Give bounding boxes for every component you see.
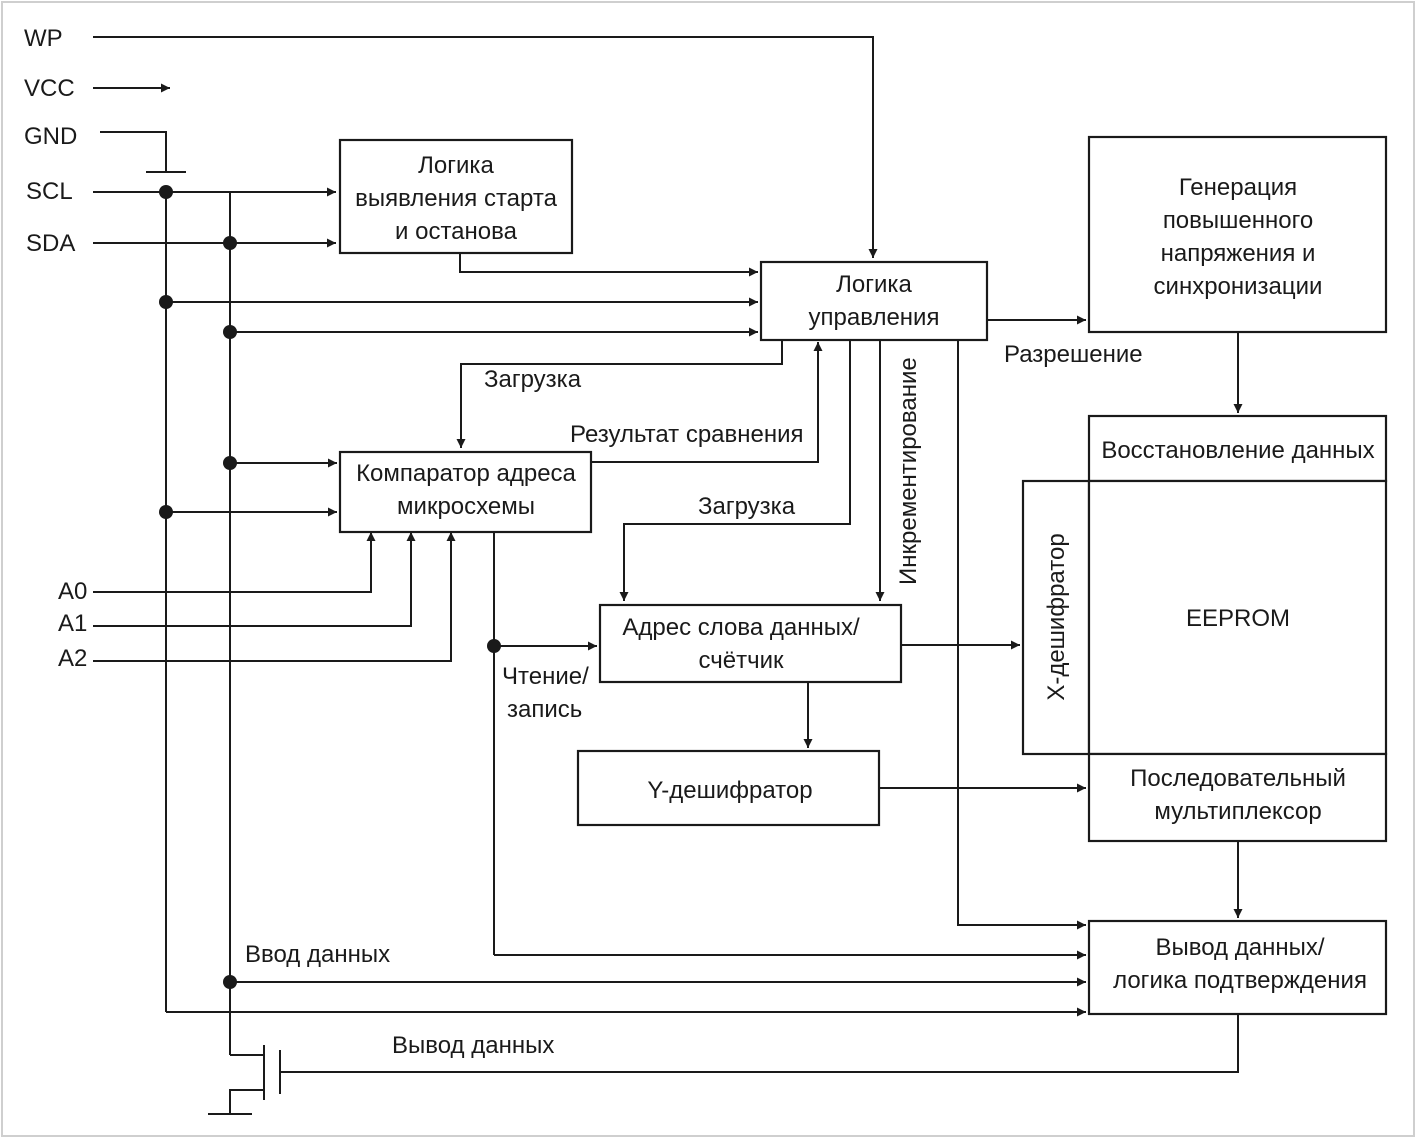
a2-line [93,532,456,662]
pin-gnd: GND [24,123,77,150]
y-decoder-label: Y-дешифратор [647,777,812,804]
serial-mux-line-1: Последовательный [1130,765,1346,792]
pin-wp: WP [24,25,63,52]
signal-labels: Загрузка Результат сравнения Загрузка Ин… [245,341,1143,1059]
a0-line [93,532,376,593]
data-recovery-label: Восстановление данных [1101,437,1374,464]
hv-line-3: напряжения и [1161,240,1316,267]
startstop-to-control [459,253,758,277]
pin-vcc: VCC [24,75,75,102]
signal-load-2: Загрузка [698,493,796,520]
counter-line-2: счётчик [699,647,784,674]
pin-a1: A1 [58,610,87,637]
dataout-line-2: логика подтверждения [1113,967,1367,994]
signal-compare-result: Результат сравнения [570,421,804,448]
comparator-line-2: микросхемы [397,493,535,520]
junction-dot [223,236,237,250]
hv-line-1: Генерация [1179,174,1297,201]
junction-dot [223,325,237,339]
start-stop-line-3: и останова [395,218,518,245]
transistor-source [229,1089,264,1114]
hv-generation-block: Генерация повышенного напряжения и синхр… [1087,135,1388,334]
signal-enable: Разрешение [1004,341,1143,368]
pin-scl: SCL [26,178,73,205]
serial-mux-line-2: мультиплексор [1154,798,1321,825]
control-load-to-comparator [456,340,783,448]
a1-line [93,532,416,627]
control-line-2: управления [809,304,940,331]
junction-dot [159,295,173,309]
dataout-line-1: Вывод данных/ [1155,934,1324,961]
junction-dot [159,505,173,519]
signal-rw-line-1: Чтение/ [502,663,589,690]
hv-line-4: синхронизации [1154,273,1323,300]
x-decoder-label: X-дешифратор [1043,533,1070,700]
signal-load-1: Загрузка [484,366,582,393]
junction-dot [223,975,237,989]
wires [93,36,1243,1115]
wp-line [93,36,878,258]
pin-a2: A2 [58,645,87,672]
serial-mux-block [1087,752,1388,843]
address-comparator-block: Компаратор адреса микросхемы [338,450,593,534]
data-recovery-block [1087,414,1388,483]
junction-dot [487,639,501,653]
junction-dot [159,185,173,199]
eeprom-block [1087,479,1388,756]
y-decoder-block: Y-дешифратор [576,749,881,827]
comparator-line-1: Компаратор адреса [356,460,576,487]
control-load-to-counter [619,340,851,601]
pin-sda: SDA [26,230,75,257]
control-to-dataout [957,340,1086,930]
dataout-feedback [280,1014,1239,1073]
start-stop-line-1: Логика [418,152,494,179]
control-logic-block: Логика управления [759,260,989,342]
pin-labels: WP VCC GND SCL SDA A0 A1 A2 [24,25,87,672]
pin-a0: A0 [58,578,87,605]
eeprom-array-group: Восстановление данных X-дешифратор EEPRO… [1021,414,1388,843]
address-counter-block: Адрес слова данных/ счётчик [598,603,903,684]
comparator-result-to-control [592,342,823,463]
signal-rw-line-2: запись [507,696,582,723]
data-output-logic-block: Вывод данных/ логика подтверждения [1087,919,1388,1016]
signal-data-out: Вывод данных [392,1032,554,1059]
eeprom-label: EEPROM [1186,605,1290,632]
junction-dot [223,456,237,470]
start-stop-logic-block: Логика выявления старта и останова [338,138,574,255]
counter-line-1: Адрес слова данных/ [622,614,860,641]
gnd-line [100,131,167,172]
start-stop-line-2: выявления старта [355,185,557,212]
hv-line-2: повышенного [1163,207,1313,234]
control-line-1: Логика [836,271,912,298]
signal-increment: Инкрементирование [895,357,922,585]
junctions [159,185,501,989]
signal-data-in: Ввод данных [245,941,390,968]
